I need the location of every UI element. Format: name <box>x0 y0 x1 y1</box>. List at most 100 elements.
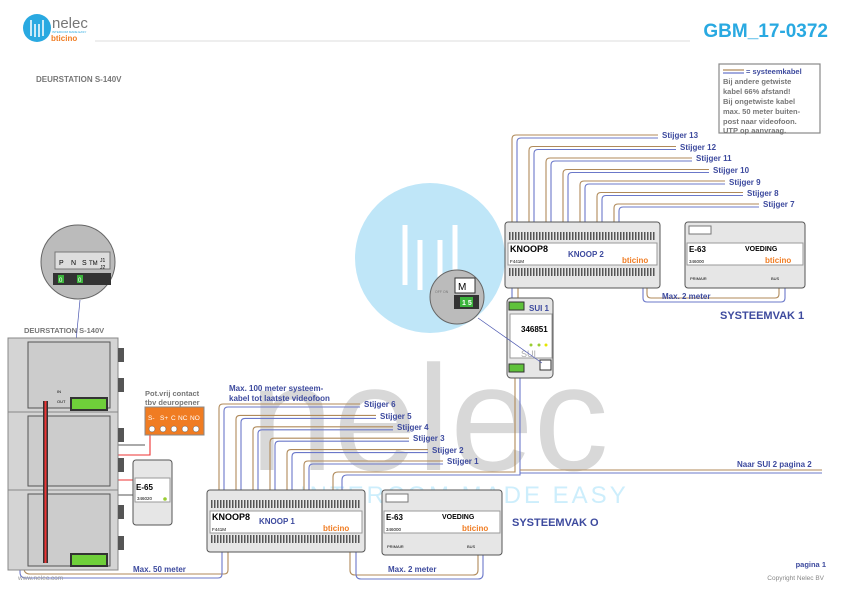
vent-slot <box>235 535 237 543</box>
brand-logo: bticino <box>462 524 488 533</box>
vent-slot <box>277 500 279 508</box>
logo-brand: bticino <box>51 34 77 43</box>
vent-slot <box>226 535 228 543</box>
vent-slot <box>512 268 514 276</box>
vent-slot <box>518 232 520 240</box>
vent-slot <box>575 232 577 240</box>
bus-wire <box>332 375 516 490</box>
terminal-label: C <box>171 415 176 422</box>
vent-slot <box>518 268 520 276</box>
vent-slot <box>641 268 643 276</box>
vent-slot <box>214 535 216 543</box>
vent-slot <box>322 500 324 508</box>
vent-slot <box>545 268 547 276</box>
vent-slot <box>346 500 348 508</box>
riser-label: Stijger 12 <box>680 143 717 152</box>
sui-module: SUI 1 346851 SUI <box>506 297 554 379</box>
door-station-label: DEURSTATION S-140V <box>24 326 104 335</box>
door-station: IN OUT <box>7 337 124 571</box>
vent-slot <box>223 535 225 543</box>
copyright: Copyright Nelec BV <box>767 575 824 582</box>
vent-slot <box>274 535 276 543</box>
vent-slot <box>644 268 646 276</box>
vent-slot <box>596 232 598 240</box>
sui-logo: SUI <box>521 349 536 359</box>
vent-slot <box>653 268 655 276</box>
vent-slot <box>626 268 628 276</box>
terminal-label: NO <box>190 415 200 422</box>
riser-wire <box>240 417 376 490</box>
riser-wire <box>528 145 676 222</box>
relay-contact-block: S- S+ C NC NO <box>144 406 205 436</box>
vent-slot <box>548 232 550 240</box>
vent-slot <box>229 500 231 508</box>
vent-slot <box>298 535 300 543</box>
vent-slot <box>211 535 213 543</box>
legend-line: post naar videofoon. <box>723 117 797 126</box>
legend-line: Bij ongetwiste kabel <box>723 97 795 106</box>
vent-slot <box>650 232 652 240</box>
dip-mark: M <box>458 282 466 293</box>
brand-logo: bticino <box>622 256 648 265</box>
vent-slot <box>250 500 252 508</box>
vent-slot <box>566 268 568 276</box>
brand-logo: bticino <box>765 256 791 265</box>
vent-slot <box>545 232 547 240</box>
vent-slot <box>584 232 586 240</box>
vent-slot <box>542 232 544 240</box>
watermark-logo-icon <box>402 225 458 290</box>
vent-slot <box>554 232 556 240</box>
riser-wire <box>269 437 409 490</box>
website-link[interactable]: www.nelec.com <box>17 575 63 582</box>
jumper-value: 0 <box>59 278 63 284</box>
legend-title: = systeemkabel <box>746 67 802 76</box>
legend-line: UTP op aanvraag. <box>723 126 786 135</box>
logo-icon <box>23 14 51 42</box>
vent-slot <box>638 268 640 276</box>
contact-title: Pot.vrij contact <box>145 389 200 398</box>
vent-slot <box>349 535 351 543</box>
riser-wire <box>291 452 428 490</box>
vent-slot <box>602 268 604 276</box>
vent-slot <box>590 268 592 276</box>
vent-slot <box>316 500 318 508</box>
vent-slot <box>262 535 264 543</box>
vent-slot <box>325 535 327 543</box>
vent-slot <box>521 232 523 240</box>
module-name: KNOOP8 <box>510 244 548 254</box>
vent-slot <box>512 232 514 240</box>
vent-slot <box>238 535 240 543</box>
vent-slot <box>593 232 595 240</box>
vent-slot <box>572 268 574 276</box>
vent-slot <box>292 500 294 508</box>
riser-wire <box>618 206 759 222</box>
doc-code: GBM_17-0372 <box>703 21 828 42</box>
vent-slot <box>355 535 357 543</box>
riser-wire <box>286 449 428 490</box>
riser-label: Stijger 5 <box>380 412 412 421</box>
vent-slot <box>644 232 646 240</box>
vent-slot <box>530 232 532 240</box>
vent-slot <box>614 232 616 240</box>
vent-slot <box>560 232 562 240</box>
vent-slot <box>635 268 637 276</box>
vent-slot <box>560 268 562 276</box>
vent-slot <box>641 232 643 240</box>
module-label: VOEDING <box>442 514 475 521</box>
vent-slot <box>256 500 258 508</box>
module-code: 346000 <box>689 259 705 264</box>
vent-slot <box>515 268 517 276</box>
riser-wire <box>613 203 759 222</box>
vent-slot <box>235 500 237 508</box>
vent-slot <box>533 268 535 276</box>
wire <box>646 288 780 299</box>
page-number: pagina 1 <box>796 560 826 569</box>
vent-slot <box>599 268 601 276</box>
vent-slot <box>632 268 634 276</box>
riser-wire <box>274 440 409 490</box>
dip-value: 1 5 <box>462 300 472 307</box>
riser-label: Stijger 4 <box>397 423 429 432</box>
vent-slot <box>343 535 345 543</box>
legend-box: = systeemkabel Bij andere getwiste kabel… <box>718 63 821 135</box>
